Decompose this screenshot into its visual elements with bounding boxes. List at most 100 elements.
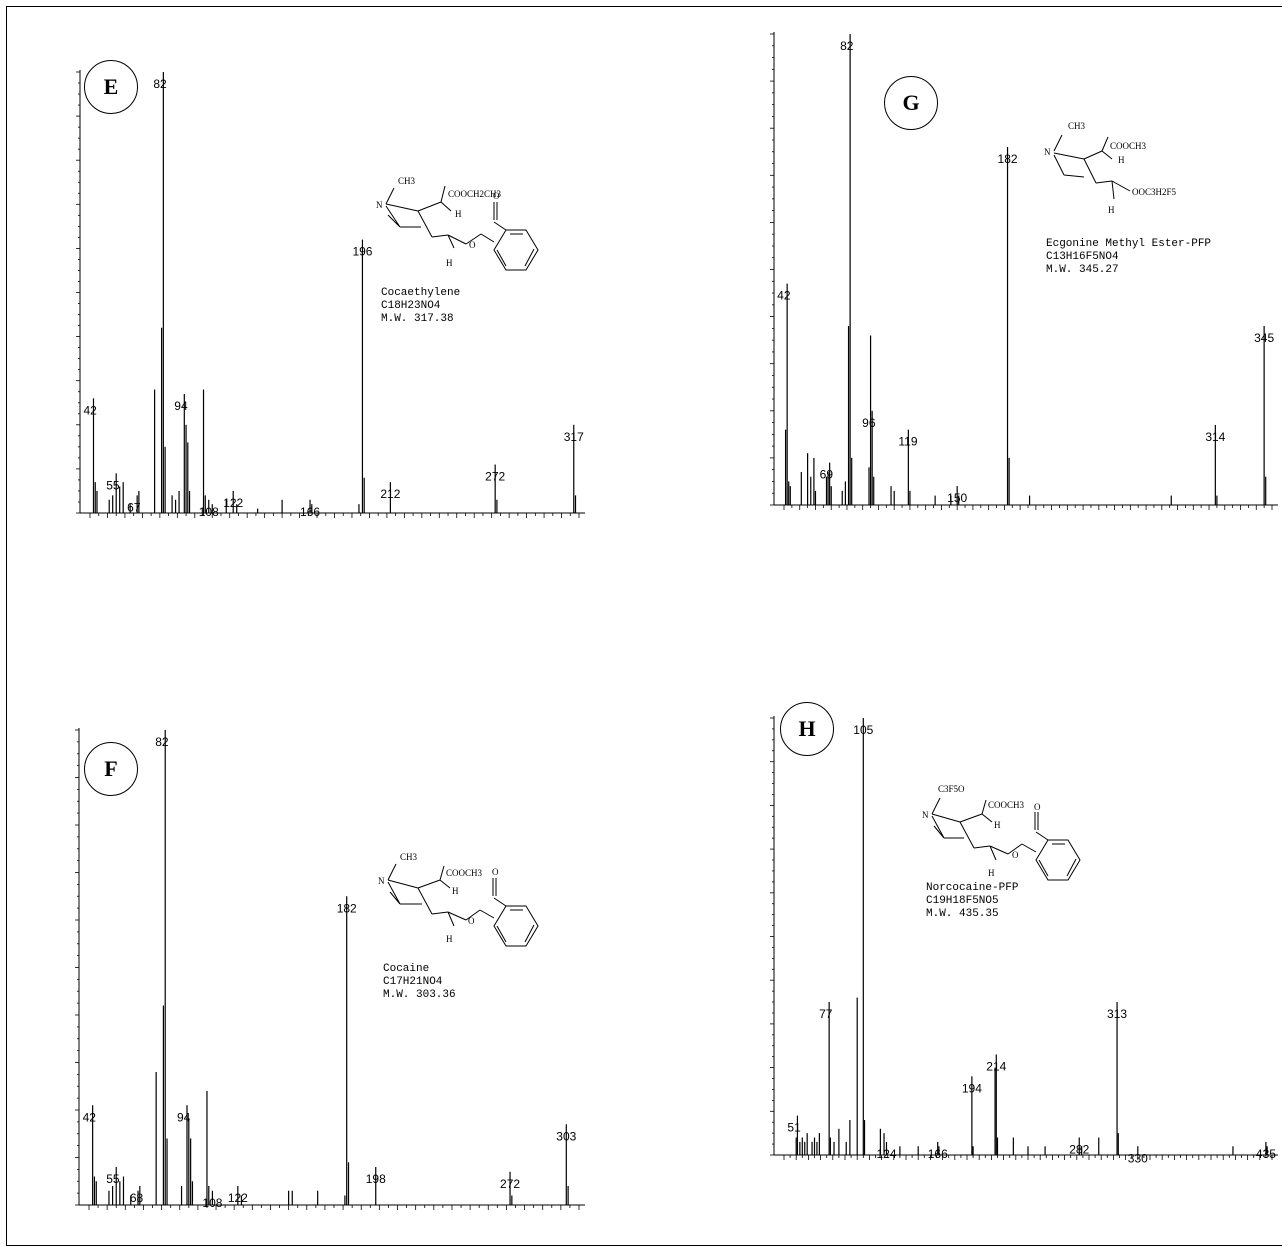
peak-label: 317 xyxy=(564,430,584,444)
ester-label: COOCH3 xyxy=(988,800,1025,810)
peak-label: 313 xyxy=(1107,1007,1127,1021)
spectrum-panel-e: 42 55 67 82 94 108 122 166 196 212 272 317 E N CH3 … xyxy=(0,0,640,560)
h-label-top: H xyxy=(1118,155,1125,165)
ester-label: COOCH3 xyxy=(1110,141,1147,151)
compound-formula: C18H23NO4 xyxy=(381,300,441,312)
peak-label: 51 xyxy=(787,1121,801,1135)
structure-cocaine: N CH3 COOCH3 H H O O xyxy=(378,852,539,947)
spectrum-f-plot: 42 55 68 82 94 108 122 182 198 272 303 xyxy=(75,728,585,1210)
compound-name: Cocaethylene xyxy=(381,287,461,299)
peak-label: 196 xyxy=(352,245,372,259)
panel-label-g: G xyxy=(884,76,938,130)
n-substituent-label: CH3 xyxy=(1068,121,1086,131)
peak-label: 77 xyxy=(819,1007,833,1021)
peak-label: 166 xyxy=(928,1147,948,1161)
peak-label: 42 xyxy=(83,403,97,417)
spectrum-panel-f: 42 55 68 82 94 108 122 182 198 272 303 F N CH3 COO… xyxy=(0,640,640,1240)
peak-label: 108 xyxy=(199,505,219,519)
compound-formula: C13H16F5NO4 xyxy=(1046,251,1119,263)
o-label-ester: O xyxy=(1012,850,1019,860)
spectrum-panel-h: 51 77 105 124 166 194 214 282 313 330 435 H N C3F5… xyxy=(640,640,1282,1240)
peak-label: 282 xyxy=(1069,1143,1089,1157)
peak-label: 55 xyxy=(106,1172,120,1186)
peak-label: 68 xyxy=(130,1191,144,1205)
compound-mw: M.W. 303.36 xyxy=(383,989,456,1001)
compound-caption-g: Ecgonine Methyl Ester-PFP C13H16F5NO4 M.… xyxy=(1046,238,1211,277)
compound-caption-e: Cocaethylene C18H23NO4 M.W. 317.38 xyxy=(381,287,460,326)
peak-label: 194 xyxy=(962,1081,982,1095)
n-atom-label: N xyxy=(922,810,929,820)
peak-label: 82 xyxy=(840,39,854,53)
h-label-top: H xyxy=(455,209,462,219)
peak-label: 182 xyxy=(337,901,357,915)
panel-label-f: F xyxy=(84,742,138,796)
ester-substituent-label: OOC3H2F5 xyxy=(1132,187,1177,197)
peak-label: 272 xyxy=(485,469,505,483)
ester-label: COOCH2CH3 xyxy=(448,189,502,199)
peak-label: 212 xyxy=(380,487,400,501)
compound-formula: C17H21NO4 xyxy=(383,976,443,988)
peak-label: 198 xyxy=(366,1172,386,1186)
structure-cocaethylene: N CH3 COOCH2CH3 H H O O xyxy=(376,176,539,271)
peak-label: 96 xyxy=(862,416,876,430)
peak-label: 330 xyxy=(1128,1151,1148,1165)
peak-label: 122 xyxy=(223,496,243,510)
peak-label: 122 xyxy=(228,1191,248,1205)
peak-label: 69 xyxy=(820,468,834,482)
n-substituent-label: CH3 xyxy=(398,176,416,186)
compound-name: Ecgonine Methyl Ester-PFP xyxy=(1046,238,1212,250)
peak-label: 303 xyxy=(556,1129,576,1143)
peak-label: 272 xyxy=(500,1177,520,1191)
o-label-carbonyl: O xyxy=(1034,802,1041,812)
compound-name: Cocaine xyxy=(383,963,430,975)
compound-caption-h: Norcocaine-PFP C19H18F5NO5 M.W. 435.35 xyxy=(926,882,1018,921)
h-label-bottom: H xyxy=(446,258,453,268)
peak-label: 214 xyxy=(986,1059,1006,1073)
peak-label: 435 xyxy=(1256,1147,1276,1161)
n-atom-label: N xyxy=(1044,147,1051,157)
compound-mw: M.W. 345.27 xyxy=(1046,264,1119,276)
h-label-top: H xyxy=(452,886,459,896)
peak-label: 119 xyxy=(898,435,917,449)
structure-ecgonine-methyl-ester-pfp: N CH3 COOCH3 H H OOC3H2F5 xyxy=(1044,121,1177,215)
n-substituent-label: CH3 xyxy=(400,852,418,862)
peak-label: 82 xyxy=(153,77,167,91)
compound-formula: C19H18F5NO5 xyxy=(926,895,999,907)
peak-label: 345 xyxy=(1254,331,1274,345)
h-label-bottom: H xyxy=(1108,205,1115,215)
ester-label: COOCH3 xyxy=(446,868,483,878)
o-label-ester: O xyxy=(468,916,475,926)
panel-label-e: E xyxy=(84,60,138,114)
peak-label: 105 xyxy=(853,723,873,737)
compound-mw: M.W. 435.35 xyxy=(926,908,999,920)
peak-label: 150 xyxy=(947,491,967,505)
n-substituent-label: C3F5O xyxy=(938,784,965,794)
peak-label: 67 xyxy=(127,500,141,514)
n-atom-label: N xyxy=(378,876,385,886)
compound-mw: M.W. 317.38 xyxy=(381,313,454,325)
peak-label: 108 xyxy=(202,1196,222,1210)
h-label-bottom: H xyxy=(446,934,453,944)
peak-label: 124 xyxy=(876,1147,896,1161)
peak-label: 166 xyxy=(300,505,320,519)
spectrum-e-plot: 42 55 67 82 94 108 122 166 196 212 272 317 xyxy=(76,70,585,519)
n-atom-label: N xyxy=(376,200,383,210)
o-label-ester: O xyxy=(469,240,476,250)
peak-label: 94 xyxy=(177,1110,191,1124)
panel-label-h: H xyxy=(780,702,834,756)
peak-label: 314 xyxy=(1205,430,1225,444)
peak-label: 82 xyxy=(155,735,169,749)
o-label-carbonyl: O xyxy=(492,867,499,877)
peak-label: 42 xyxy=(83,1110,97,1124)
h-label-top: H xyxy=(994,820,1001,830)
peak-label: 55 xyxy=(106,478,120,492)
structure-norcocaine-pfp: N C3F5O COOCH3 H H O O xyxy=(922,784,1081,881)
spectrum-h-plot: 51 77 105 124 166 194 214 282 313 330 435 xyxy=(770,716,1278,1165)
peak-label: 94 xyxy=(174,399,188,413)
h-label-bottom: H xyxy=(988,868,995,878)
compound-caption-f: Cocaine C17H21NO4 M.W. 303.36 xyxy=(383,963,456,1002)
compound-name: Norcocaine-PFP xyxy=(926,882,1019,894)
peak-label: 42 xyxy=(777,289,791,303)
